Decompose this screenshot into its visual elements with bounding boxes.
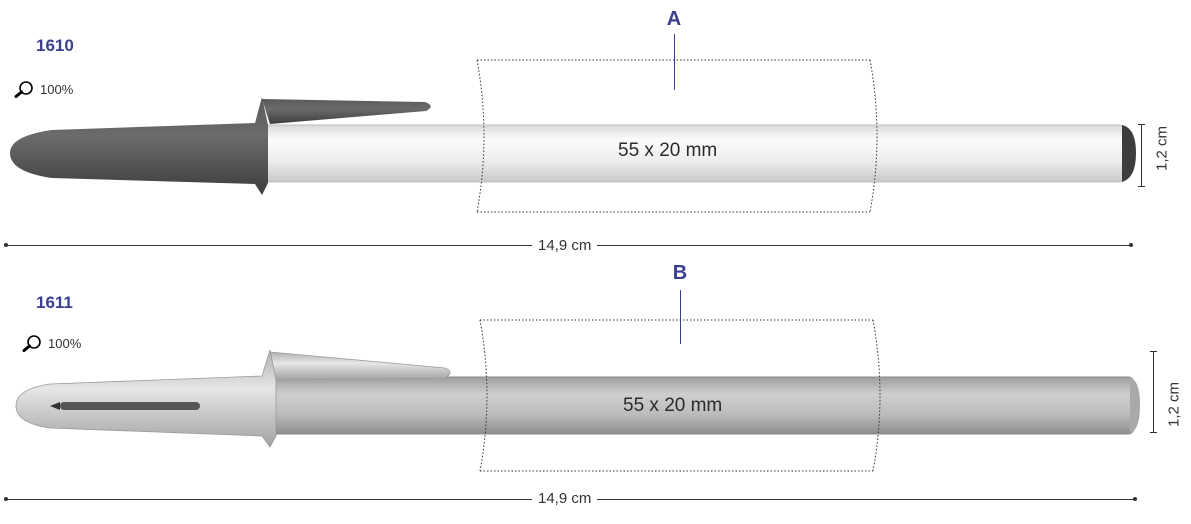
- area-letter: B: [672, 262, 688, 284]
- height-label: 1,2 cm: [1165, 382, 1183, 428]
- height-dimension-line: [1153, 352, 1154, 432]
- imprint-area-a: [476, 59, 878, 213]
- zoom-value: 100%: [48, 335, 82, 351]
- height-tick-bottom: [1138, 186, 1145, 187]
- length-endpoint-left: [4, 497, 8, 501]
- magnifier-icon: [22, 335, 41, 352]
- height-tick-top: [1138, 124, 1145, 125]
- imprint-area-b: [479, 319, 881, 472]
- product-code: 1611: [36, 293, 73, 312]
- imprint-size-label: 55 x 20 mm: [618, 140, 718, 161]
- pen-image-1611: [15, 349, 1140, 448]
- area-pointer-line: [674, 34, 675, 90]
- height-dimension-line: [1141, 125, 1142, 186]
- height-tick-bottom: [1150, 432, 1157, 433]
- magnifier-icon: [14, 81, 33, 98]
- zoom-value: 100%: [40, 81, 74, 97]
- imprint-size-label: 55 x 20 mm: [623, 395, 723, 416]
- length-endpoint-right: [1133, 497, 1137, 501]
- length-label: 14,9 cm: [532, 490, 598, 507]
- zoom-indicator: 100%: [14, 80, 73, 98]
- zoom-indicator: 100%: [22, 334, 81, 352]
- height-tick-top: [1150, 351, 1157, 352]
- height-label: 1,2 cm: [1153, 126, 1171, 172]
- area-pointer-line: [680, 290, 681, 344]
- area-letter: A: [666, 8, 682, 30]
- product-code: 1610: [36, 36, 74, 55]
- length-endpoint-left: [4, 243, 8, 247]
- length-endpoint-right: [1129, 243, 1133, 247]
- length-label: 14,9 cm: [532, 237, 598, 254]
- pen-image-1610: [10, 97, 1136, 195]
